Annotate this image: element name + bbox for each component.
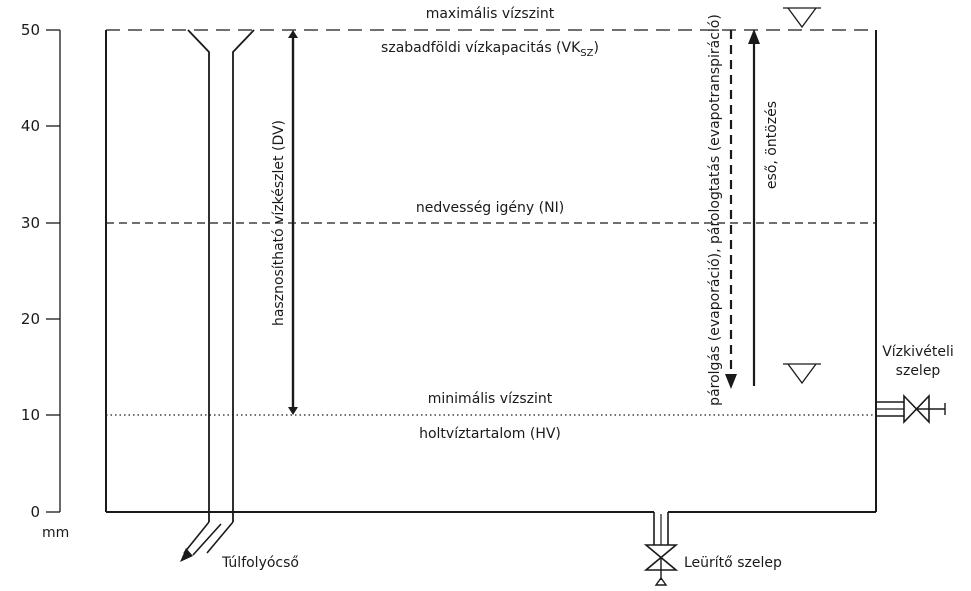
intake-valve xyxy=(876,394,946,424)
overflow-pipe-label: Túlfolyócső xyxy=(221,555,299,571)
drain-valve xyxy=(643,512,679,586)
rain-irrigation-label: eső, öntözés xyxy=(764,101,780,189)
usable-water-label: hasznosítható vízkészlet (DV) xyxy=(271,120,287,326)
tick-label-20: 20 xyxy=(21,310,40,328)
overflow-pipe xyxy=(180,29,255,562)
dead-water-label: holtvíztartalom (HV) xyxy=(419,426,561,442)
y-axis: 50 40 30 20 10 0 mm xyxy=(21,21,69,541)
moisture-need-label: nedvesség igény (NI) xyxy=(416,200,564,216)
water-level-symbol-bottom xyxy=(783,363,821,385)
intake-valve-label-line1: Vízkivételi xyxy=(882,344,954,360)
drain-valve-label: Leürítő szelep xyxy=(684,555,782,571)
min-level-label: minimális vízszint xyxy=(428,391,553,407)
tick-label-40: 40 xyxy=(21,117,40,135)
tick-label-50: 50 xyxy=(21,21,40,39)
evaporation-arrow-head xyxy=(725,374,737,389)
max-level-label: maximális vízszint xyxy=(426,6,555,22)
rain-arrow-head xyxy=(748,29,760,44)
axis-unit-label: mm xyxy=(42,525,69,541)
evaporation-label: párolgás (evaporáció), párologtatás (eva… xyxy=(707,14,723,406)
field-capacity-label: szabadföldi vízkapacitás (VKSZ) xyxy=(381,40,599,59)
water-level-symbol-top xyxy=(783,7,821,29)
tick-label-0: 0 xyxy=(30,503,40,521)
tank xyxy=(105,30,877,513)
intake-valve-label-line2: szelep xyxy=(896,363,941,379)
tick-label-30: 30 xyxy=(21,214,40,232)
tick-label-10: 10 xyxy=(21,406,40,424)
